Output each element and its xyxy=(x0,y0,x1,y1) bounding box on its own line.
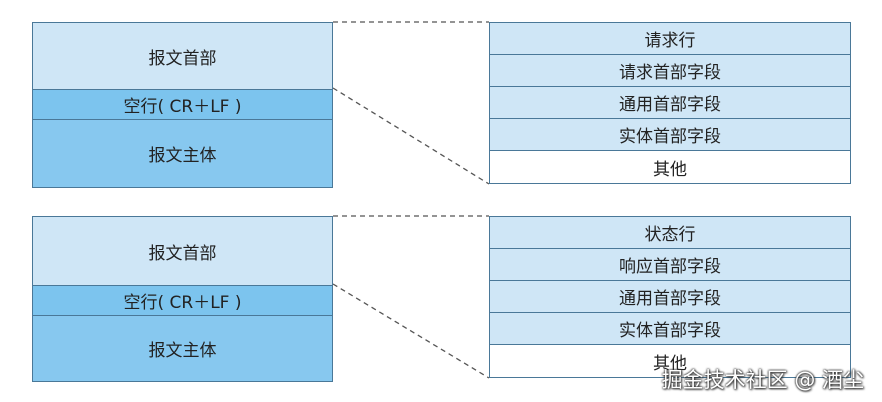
response-general-header-fields: 通用首部字段 xyxy=(490,281,850,313)
request-bottom-connector xyxy=(332,87,490,185)
response-other-label: 其他 xyxy=(653,353,687,374)
response-body-label: 报文主体 xyxy=(148,341,217,361)
response-entity-header-fields-label: 实体首部字段 xyxy=(619,321,721,341)
response-message: 报文首部 空行( CR＋LF ) 报文主体 xyxy=(32,216,333,382)
response-header-fields: 响应首部字段 xyxy=(490,249,850,281)
request-line-label: 请求行 xyxy=(644,31,696,51)
request-blank-line: 空行( CR＋LF ) xyxy=(33,89,332,120)
request-message: 报文首部 空行( CR＋LF ) 报文主体 xyxy=(32,22,333,188)
request-entity-header-fields-label: 实体首部字段 xyxy=(619,127,721,147)
request-header-section: 报文首部 xyxy=(33,23,332,89)
request-blank-label: 空行( CR＋LF ) xyxy=(123,97,242,117)
response-header-label: 报文首部 xyxy=(148,243,217,264)
request-header-label: 报文首部 xyxy=(148,48,217,69)
response-bottom-connector xyxy=(332,283,490,379)
response-header-section: 报文首部 xyxy=(33,217,332,285)
response-header-fields-label: 响应首部字段 xyxy=(619,257,721,277)
status-line: 状态行 xyxy=(490,217,850,249)
request-line: 请求行 xyxy=(490,23,850,55)
response-header-detail: 状态行 响应首部字段 通用首部字段 实体首部字段 其他 xyxy=(489,216,851,378)
response-blank-label: 空行( CR＋LF ) xyxy=(123,293,242,313)
request-header-fields: 请求首部字段 xyxy=(490,55,850,87)
response-body-section: 报文主体 xyxy=(33,316,332,381)
request-other-label: 其他 xyxy=(653,159,687,180)
request-body-label: 报文主体 xyxy=(148,146,217,166)
request-body-section: 报文主体 xyxy=(33,120,332,187)
request-header-fields-label: 请求首部字段 xyxy=(619,63,721,83)
request-other: 其他 xyxy=(490,151,850,183)
response-blank-line: 空行( CR＋LF ) xyxy=(33,285,332,316)
request-entity-header-fields: 实体首部字段 xyxy=(490,119,850,151)
request-header-detail: 请求行 请求首部字段 通用首部字段 实体首部字段 其他 xyxy=(489,22,851,184)
watermark: 掘金技术社区 @ 酒尘 xyxy=(661,368,864,392)
request-general-header-fields-label: 通用首部字段 xyxy=(619,95,721,115)
response-entity-header-fields: 实体首部字段 xyxy=(490,313,850,345)
status-line-label: 状态行 xyxy=(644,225,696,245)
request-general-header-fields: 通用首部字段 xyxy=(490,87,850,119)
response-other: 其他 xyxy=(490,345,850,377)
response-general-header-fields-label: 通用首部字段 xyxy=(619,289,721,309)
